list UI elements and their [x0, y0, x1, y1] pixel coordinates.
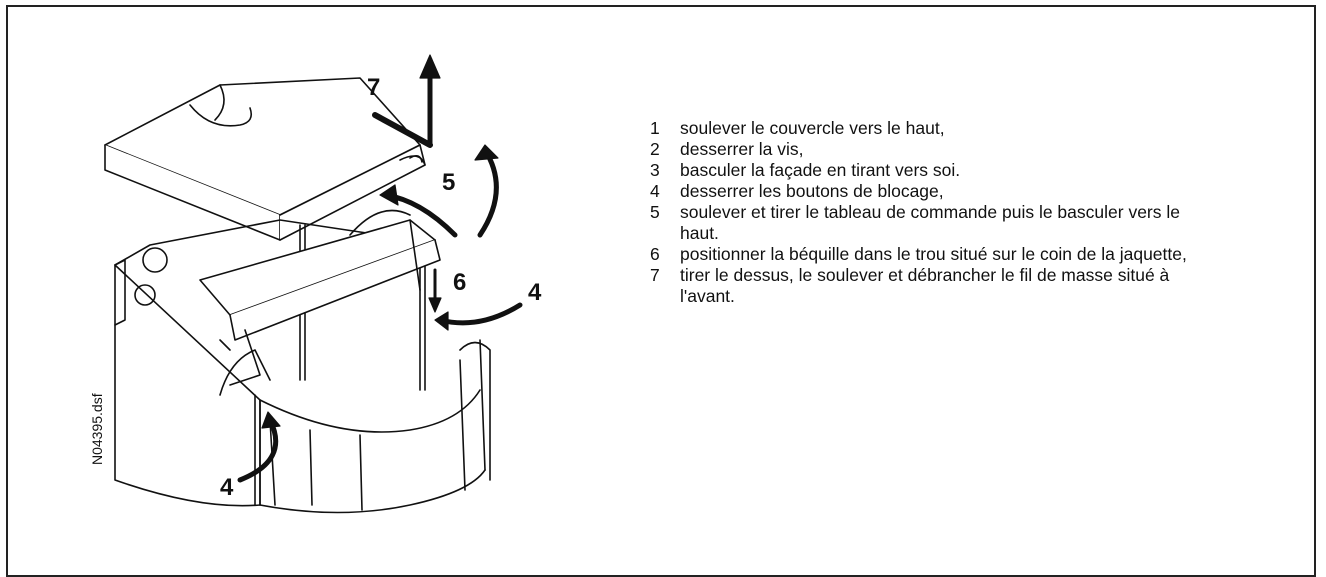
step-number: 7 — [650, 265, 660, 285]
list-item: 4 desserrer les boutons de blocage, — [650, 181, 1210, 202]
list-item: 7 tirer le dessus, le soulever et débran… — [650, 265, 1210, 307]
list-item: 5 soulever et tirer le tableau de comman… — [650, 202, 1210, 244]
step-number: 4 — [650, 181, 660, 201]
step-text: basculer la façade en tirant vers soi. — [680, 160, 961, 180]
callout-4-right: 4 — [528, 279, 542, 306]
list-item: 2 desserrer la vis, — [650, 139, 1210, 160]
callout-5: 5 — [442, 169, 455, 196]
step-number: 3 — [650, 160, 660, 180]
list-item: 1 soulever le couvercle vers le haut, — [650, 118, 1210, 139]
step-number: 1 — [650, 118, 660, 138]
step-text: desserrer la vis, — [680, 139, 804, 159]
callout-7: 7 — [367, 74, 380, 101]
step-text: tirer le dessus, le soulever et débranch… — [680, 265, 1170, 306]
arrows-drawing — [237, 54, 523, 483]
drawing-filename: N04395.dsf — [89, 393, 105, 465]
callout-6: 6 — [453, 269, 466, 296]
control-panel-drawing — [199, 209, 441, 396]
step-number: 6 — [650, 244, 660, 264]
boiler-exploded-illustration: 7 5 6 4 4 N04395.dsf — [80, 50, 560, 520]
lid-drawing — [104, 77, 426, 241]
step-text: positionner la béquille dans le trou sit… — [680, 244, 1187, 264]
step-number: 2 — [650, 139, 660, 159]
step-number: 5 — [650, 202, 660, 222]
list-item: 3 basculer la façade en tirant vers soi. — [650, 160, 1210, 181]
callout-4-left: 4 — [220, 474, 234, 501]
list-item: 6 positionner la béquille dans le trou s… — [650, 244, 1210, 265]
step-text: soulever et tirer le tableau de commande… — [680, 202, 1180, 243]
step-text: desserrer les boutons de blocage, — [680, 181, 944, 201]
step-text: soulever le couvercle vers le haut, — [680, 118, 945, 138]
instruction-list: 1 soulever le couvercle vers le haut, 2 … — [650, 118, 1210, 307]
